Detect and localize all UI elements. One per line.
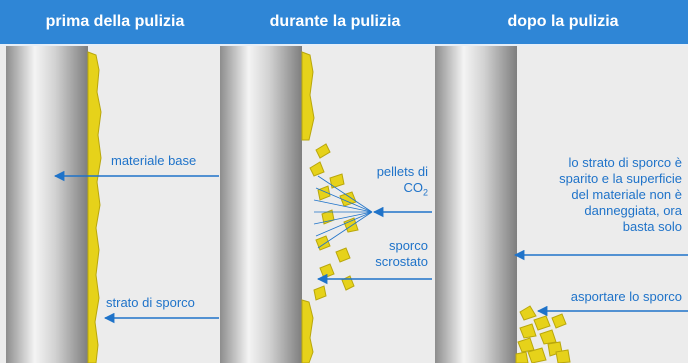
label-pellets: pellets di CO2 bbox=[377, 164, 428, 201]
label-after-line1: lo strato di sporco è bbox=[568, 155, 682, 170]
label-dirt-layer: strato di sporco bbox=[106, 295, 195, 310]
label-pellets-line1: pellets di bbox=[376, 164, 428, 179]
pillar-before bbox=[6, 46, 88, 363]
dirt-layer-during bbox=[301, 51, 315, 363]
label-base-material: materiale base bbox=[111, 153, 197, 168]
pellet-spray bbox=[313, 175, 373, 249]
label-after-line2: sparito e la superficie bbox=[559, 171, 682, 186]
label-scraped: sporco scrostato bbox=[375, 238, 428, 270]
label-scraped-line1: sporco bbox=[388, 238, 428, 253]
label-pellets-line2: CO2 bbox=[377, 180, 428, 201]
dirt-layer-before bbox=[87, 51, 102, 363]
pillar-during bbox=[220, 46, 302, 363]
header-before: prima della pulizia bbox=[45, 13, 185, 30]
header-after: dopo la pulizia bbox=[507, 13, 619, 30]
label-after-line5: basta solo bbox=[622, 219, 682, 234]
dirt-pile bbox=[515, 305, 571, 363]
diagram-canvas bbox=[0, 46, 688, 363]
label-after: lo strato di sporco è sparito e la super… bbox=[559, 155, 682, 235]
header-during: durante la pulizia bbox=[269, 13, 401, 30]
label-remove-dirt: asportare lo sporco bbox=[570, 289, 682, 304]
label-scraped-line2: scrostato bbox=[375, 254, 428, 269]
header-bar: prima della pulizia durante la pulizia d… bbox=[0, 0, 688, 46]
label-after-line4: danneggiata, ora bbox=[584, 203, 682, 218]
label-after-line3: del materiale non è bbox=[571, 187, 682, 202]
label-pellets-co: CO bbox=[403, 180, 423, 195]
label-pellets-sub: 2 bbox=[422, 187, 428, 198]
pillar-after bbox=[435, 46, 517, 363]
